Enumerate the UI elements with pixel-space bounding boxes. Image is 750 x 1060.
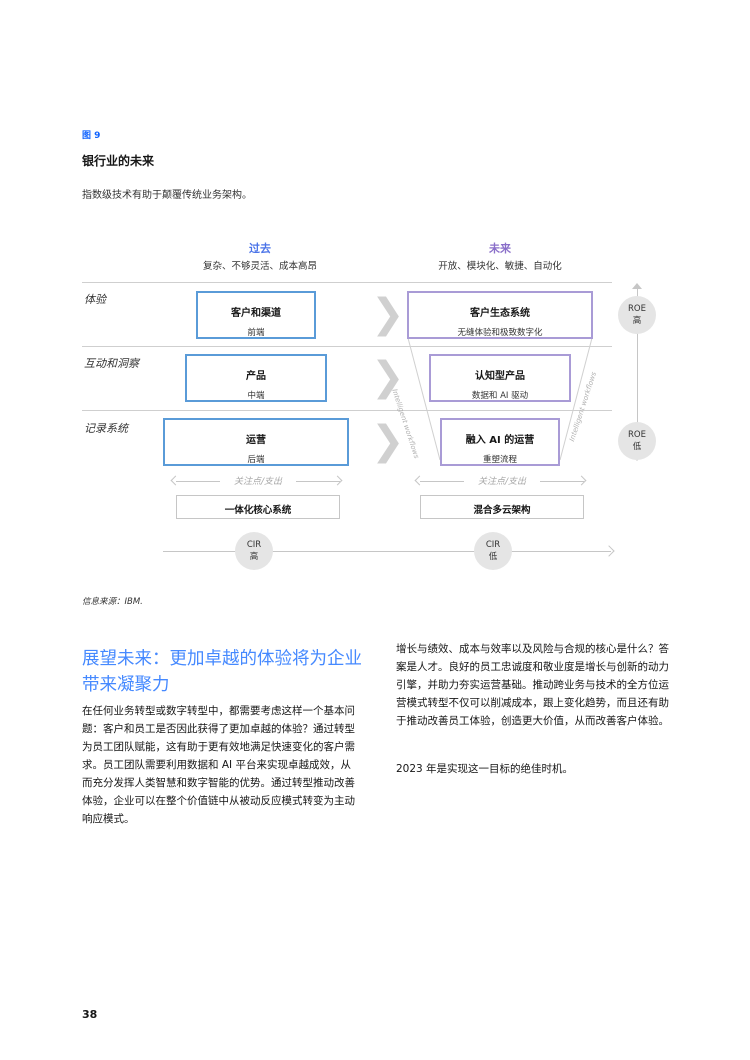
past-column-title: 过去 [249,242,271,255]
arrow-up-icon [632,283,642,289]
cir-level: 低 [488,552,498,562]
figure-label: 图 9 [82,131,101,141]
chevron-right-icon: ❯ [371,354,405,400]
cir-high-badge: CIR 高 [235,532,273,570]
box-subtitle: 无缝体验和极致数字化 [457,328,543,338]
row-label-experience: 体验 [84,293,106,306]
future-box-customer-ecosystem: 客户生态系统 无缝体验和极致数字化 [407,291,593,339]
box-title: 运营 [246,435,266,446]
row-divider [82,410,612,411]
chevron-right-icon: ❯ [371,291,405,337]
box-title: 产品 [246,371,266,382]
past-box-products: 产品 中端 [185,354,327,402]
cir-level: 高 [249,552,259,562]
funnel-outline [407,337,593,461]
row-label-system-of-record: 记录系统 [84,422,128,435]
past-column-subtitle: 复杂、不够灵活、成本高昂 [202,261,317,272]
cir-scale-line [163,551,611,552]
cir-label: CIR [485,540,501,550]
box-title: 客户和渠道 [231,308,281,319]
roe-low-badge: ROE 低 [618,422,656,460]
row-divider [82,282,612,283]
roe-label: ROE [628,304,646,314]
arrow-right-icon [576,475,587,486]
core-box-hybrid-cloud: 混合多云架构 [420,495,584,519]
roe-scale-line [637,286,638,458]
future-box-cognitive-products: 认知型产品 数据和 AI 驱动 [429,354,571,402]
arrow-right-icon [332,475,343,486]
roe-high-badge: ROE 高 [618,296,656,334]
roe-level: 高 [632,316,642,326]
box-subtitle: 前端 [247,328,265,338]
row-divider [82,346,612,347]
past-box-customer-channels: 客户和渠道 前端 [196,291,316,339]
section-headline: 展望未来：更加卓越的体验将为企业带来凝聚力 [82,649,362,695]
cir-label: CIR [246,540,262,550]
body-paragraph-right-2: 2023 年是实现这一目标的绝佳时机。 [396,763,574,775]
box-subtitle: 重塑流程 [482,455,517,465]
box-title: 融入 AI 的运营 [465,435,535,446]
focus-spend-label-future: 关注点/支出 [464,474,540,487]
box-subtitle: 数据和 AI 驱动 [471,391,529,401]
box-title: 客户生态系统 [470,308,530,319]
roe-label: ROE [628,430,646,440]
box-title: 认知型产品 [475,371,525,382]
cir-low-badge: CIR 低 [474,532,512,570]
body-paragraph-left: 在任何业务转型或数字转型中，都需要考虑这样一个基本问题：客户和员工是否因此获得了… [82,705,355,825]
figure-source: 信息来源：IBM. [82,597,143,607]
row-label-engagement: 互动和洞察 [84,357,139,370]
roe-level: 低 [632,442,642,452]
page-number: 38 [82,1008,98,1021]
figure-subtitle: 指数级技术有助于颠覆传统业务架构。 [82,190,252,201]
arrow-left-icon [414,475,425,486]
future-box-ai-operations: 融入 AI 的运营 重塑流程 [440,418,560,466]
focus-spend-label-past: 关注点/支出 [220,474,296,487]
chevron-right-icon: ❯ [371,418,405,464]
body-paragraph-right: 增长与绩效、成本与效率以及风险与合规的核心是什么？答案是人才。良好的员工忠诚度和… [396,643,669,727]
future-column-title: 未来 [489,242,511,255]
box-subtitle: 后端 [247,455,265,465]
future-column-subtitle: 开放、模块化、敏捷、自动化 [438,261,562,272]
arrow-right-icon [603,545,615,557]
past-box-operations: 运营 后端 [163,418,349,466]
figure-title: 银行业的未来 [82,154,155,168]
core-box-integrated: 一体化核心系统 [176,495,340,519]
box-subtitle: 中端 [247,391,265,401]
arrow-left-icon [170,475,181,486]
